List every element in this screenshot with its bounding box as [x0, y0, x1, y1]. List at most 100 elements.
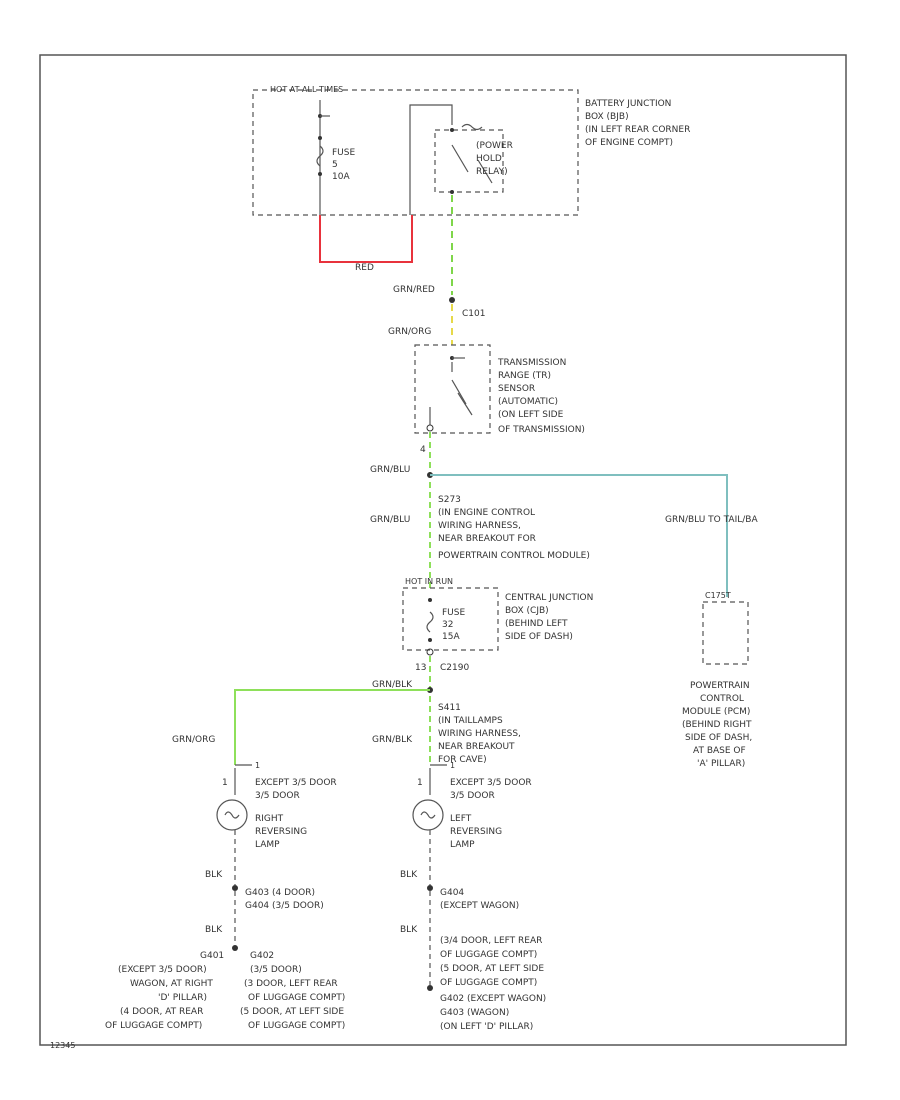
hot-at-all-times-label: HOT AT ALL TIMES — [270, 85, 343, 94]
svg-text:G402: G402 — [250, 951, 274, 961]
svg-text:(IN TAILLAMPS: (IN TAILLAMPS — [438, 716, 503, 726]
svg-text:(BEHIND LEFT: (BEHIND LEFT — [505, 619, 568, 629]
left-lamp-pin-top: 1 — [417, 778, 423, 788]
right-lamp-ground-g401: G401 (EXCEPT 3/5 DOOR) WAGON, AT RIGHT '… — [105, 951, 224, 1031]
grn-blk-label-top: GRN/BLK — [372, 680, 413, 690]
svg-text:RANGE (TR): RANGE (TR) — [498, 371, 551, 381]
svg-text:OF LUGGAGE COMPT): OF LUGGAGE COMPT) — [248, 1021, 345, 1031]
tr-sensor-label: TRANSMISSION RANGE (TR) SENSOR (AUTOMATI… — [497, 358, 585, 435]
svg-text:(BEHIND RIGHT: (BEHIND RIGHT — [682, 720, 752, 730]
battery-junction-box-outline — [252, 89, 579, 216]
bulb-filament-icon — [224, 811, 240, 819]
right-lamp-variant: EXCEPT 3/5 DOOR 3/5 DOOR — [255, 778, 337, 801]
connector-c101-pin — [449, 297, 455, 303]
svg-text:(5 DOOR, AT LEFT SIDE: (5 DOOR, AT LEFT SIDE — [440, 964, 544, 974]
tr-sensor-switch-blade — [457, 392, 473, 416]
svg-text:(EXCEPT 3/5 DOOR): (EXCEPT 3/5 DOOR) — [118, 965, 207, 975]
left-bulb-filament-icon — [420, 811, 436, 819]
connector-c101-label: C101 — [462, 309, 485, 319]
splice-s411-label: S411 (IN TAILLAMPS WIRING HARNESS, NEAR … — [438, 703, 521, 765]
tr-sensor-switch-icon — [451, 379, 467, 405]
relay-terminal-top — [450, 128, 454, 132]
power-hold-relay-outline — [434, 129, 504, 193]
grn-org-lamp-wire-label: GRN/ORG — [172, 735, 215, 745]
red-wire-label: RED — [355, 263, 374, 273]
tr-sensor-pin-label: 4 — [420, 445, 426, 455]
svg-text:(5 DOOR, AT LEFT SIDE: (5 DOOR, AT LEFT SIDE — [240, 1007, 344, 1017]
fuse-icon — [316, 145, 324, 167]
right-reversing-lamp-label: RIGHT REVERSING LAMP — [255, 814, 307, 850]
svg-text:OF LUGGAGE COMPT): OF LUGGAGE COMPT) — [105, 1021, 202, 1031]
left-lamp-pin: 1 — [450, 761, 455, 770]
tr-sensor-connector — [426, 424, 434, 432]
hot-in-run-label: HOT IN RUN — [405, 577, 453, 586]
svg-text:FUSE: FUSE — [332, 148, 355, 158]
svg-text:SIDE OF DASH): SIDE OF DASH) — [505, 632, 573, 642]
svg-text:'A' PILLAR): 'A' PILLAR) — [697, 759, 745, 769]
grn-blu-label-top: GRN/BLU — [370, 465, 410, 475]
svg-text:FUSE: FUSE — [442, 608, 465, 618]
svg-text:WIRING HARNESS,: WIRING HARNESS, — [438, 729, 521, 739]
grn-blu-pcm-wire — [430, 474, 728, 597]
svg-text:MODULE (PCM): MODULE (PCM) — [682, 707, 750, 717]
svg-text:(EXCEPT WAGON): (EXCEPT WAGON) — [440, 901, 519, 911]
left-lamp-ground-list: G404 (EXCEPT WAGON) — [440, 888, 519, 911]
svg-text:(IN LEFT REAR CORNER: (IN LEFT REAR CORNER — [585, 125, 690, 135]
svg-text:(ON LEFT 'D' PILLAR): (ON LEFT 'D' PILLAR) — [440, 1022, 533, 1032]
svg-text:(ON LEFT SIDE: (ON LEFT SIDE — [498, 410, 564, 420]
bjb-fuse-terminal-lower — [318, 172, 322, 176]
svg-text:BOX (BJB): BOX (BJB) — [585, 112, 629, 122]
grn-blu-label-mid: GRN/BLU — [370, 515, 410, 525]
svg-text:OF TRANSMISSION): OF TRANSMISSION) — [498, 425, 585, 435]
red-wire — [319, 215, 413, 263]
svg-text:SENSOR: SENSOR — [498, 384, 535, 394]
right-lamp-ground-icon — [232, 945, 238, 951]
svg-text:OF LUGGAGE COMPT): OF LUGGAGE COMPT) — [248, 993, 345, 1003]
svg-text:LAMP: LAMP — [255, 840, 280, 850]
svg-text:FOR CAVE): FOR CAVE) — [438, 755, 487, 765]
svg-text:S273: S273 — [438, 495, 461, 505]
diagram-id: 12345 — [50, 1041, 75, 1050]
svg-text:BOX (CJB): BOX (CJB) — [505, 606, 549, 616]
svg-text:(AUTOMATIC): (AUTOMATIC) — [498, 397, 558, 407]
central-junction-box-label: CENTRAL JUNCTION BOX (CJB) (BEHIND LEFT … — [505, 593, 593, 642]
connector-c2190-label: C2190 — [440, 663, 469, 673]
left-bulb-icon — [412, 799, 444, 831]
left-lamp-blk-label: BLK — [400, 870, 418, 880]
battery-junction-box-desc: BATTERY JUNCTION BOX (BJB) (IN LEFT REAR… — [585, 99, 690, 148]
svg-text:POWERTRAIN: POWERTRAIN — [690, 681, 750, 691]
relay-coil-icon — [461, 123, 483, 131]
svg-text:RIGHT: RIGHT — [255, 814, 284, 824]
svg-text:RELAY): RELAY) — [476, 167, 508, 177]
left-lamp-splice — [427, 885, 433, 891]
splice-s273-label: S273 (IN ENGINE CONTROL WIRING HARNESS, … — [438, 495, 590, 561]
svg-text:10A: 10A — [332, 172, 350, 182]
svg-text:EXCEPT 3/5 DOOR: EXCEPT 3/5 DOOR — [255, 778, 337, 788]
cjb-fuse-terminal-top — [428, 598, 432, 602]
right-lamp-ground-g402: G402 (3/5 DOOR) (3 DOOR, LEFT REAR OF LU… — [240, 951, 345, 1031]
grn-blu-branch-label: GRN/BLU TO TAIL/BA — [665, 515, 758, 525]
svg-text:WIRING HARNESS,: WIRING HARNESS, — [438, 521, 521, 531]
grn-red-wire-label: GRN/RED — [393, 285, 435, 295]
svg-text:EXCEPT 3/5 DOOR: EXCEPT 3/5 DOOR — [450, 778, 532, 788]
svg-text:15A: 15A — [442, 632, 460, 642]
svg-text:REVERSING: REVERSING — [450, 827, 502, 837]
right-lamp-ground-list: G403 (4 DOOR) G404 (3/5 DOOR) — [245, 888, 324, 911]
svg-text:'D' PILLAR): 'D' PILLAR) — [158, 993, 207, 1003]
svg-text:LAMP: LAMP — [450, 840, 475, 850]
bjb-fuse-terminal-upper — [318, 136, 322, 140]
left-lamp-ground-icon — [427, 985, 433, 991]
cjb-connector — [426, 648, 434, 656]
svg-text:POWERTRAIN CONTROL MODULE): POWERTRAIN CONTROL MODULE) — [438, 551, 590, 561]
svg-text:SIDE OF DASH,: SIDE OF DASH, — [685, 733, 752, 743]
right-lamp-blk-label: BLK — [205, 870, 223, 880]
svg-text:G403 (WAGON): G403 (WAGON) — [440, 1008, 509, 1018]
relay-terminal-bottom — [450, 190, 454, 194]
svg-text:5: 5 — [332, 160, 338, 170]
pcm-connector-label: C175T — [705, 591, 731, 600]
svg-text:NEAR BREAKOUT FOR: NEAR BREAKOUT FOR — [438, 534, 536, 544]
svg-text:S411: S411 — [438, 703, 461, 713]
grn-org-wire-label: GRN/ORG — [388, 327, 431, 337]
relay-feed-wire — [409, 104, 453, 215]
